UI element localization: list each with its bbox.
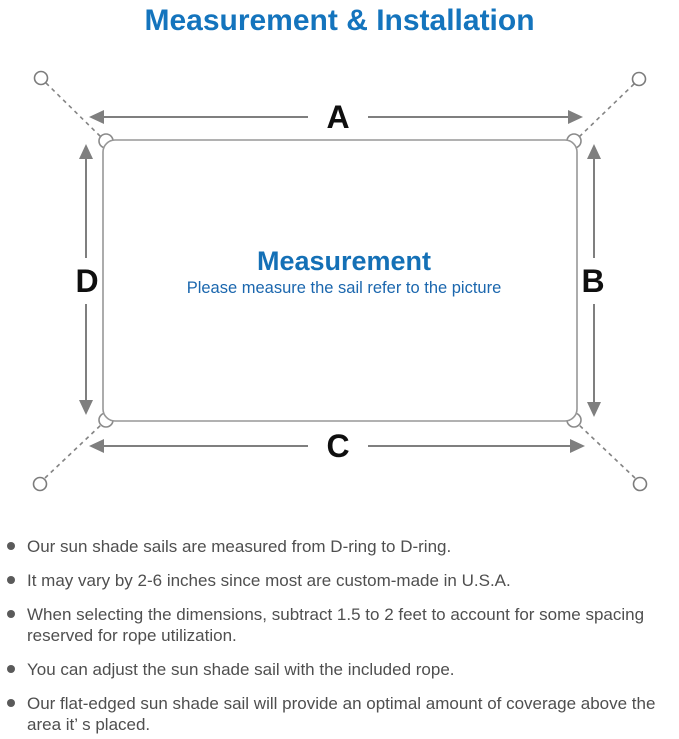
- tie-line-top-left: [45, 82, 103, 139]
- tie-line-bottom-right: [577, 423, 636, 479]
- list-item: Our flat-edged sun shade sail will provi…: [7, 693, 674, 735]
- anchor-point-top-left: [33, 70, 49, 86]
- bullet-dot: [7, 542, 15, 550]
- measurement-diagram: A B C D Measurement Please measure the s…: [0, 58, 679, 513]
- list-item: It may vary by 2-6 inches since most are…: [7, 570, 674, 591]
- diagram-center-subtext: Please measure the sail refer to the pic…: [187, 279, 502, 297]
- note-text: When selecting the dimensions, subtract …: [27, 605, 645, 645]
- tie-line-top-right: [577, 83, 635, 139]
- edge-label-a: A: [326, 99, 349, 135]
- note-text: You can adjust the sun shade sail with t…: [27, 660, 455, 679]
- bullet-dot: [7, 665, 15, 673]
- bullet-dot: [7, 576, 15, 584]
- page-title: Measurement & Installation: [144, 4, 535, 37]
- label-backdrop-d: [71, 258, 102, 304]
- anchor-point-bottom-left: [32, 476, 48, 492]
- list-item: You can adjust the sun shade sail with t…: [7, 659, 674, 680]
- anchor-point-bottom-right: [632, 476, 648, 492]
- anchor-point-top-right: [631, 71, 647, 87]
- note-text: Our sun shade sails are measured from D-…: [27, 537, 452, 556]
- notes-list: Our sun shade sails are measured from D-…: [7, 536, 674, 739]
- tie-line-bottom-left: [44, 423, 103, 479]
- edge-label-d: D: [75, 263, 98, 299]
- edge-label-b: B: [581, 263, 604, 299]
- bullet-dot: [7, 610, 15, 618]
- note-text: Our flat-edged sun shade sail will provi…: [27, 694, 656, 734]
- label-backdrop-c: [308, 427, 368, 465]
- label-backdrop-b: [580, 258, 611, 304]
- edge-label-c: C: [326, 428, 349, 464]
- diagram-center-heading: Measurement: [257, 246, 431, 276]
- bullet-dot: [7, 699, 15, 707]
- list-item: When selecting the dimensions, subtract …: [7, 604, 674, 646]
- note-text: It may vary by 2-6 inches since most are…: [27, 571, 511, 590]
- label-backdrop-a: [308, 98, 368, 136]
- sail-outline: [102, 139, 578, 422]
- list-item: Our sun shade sails are measured from D-…: [7, 536, 674, 557]
